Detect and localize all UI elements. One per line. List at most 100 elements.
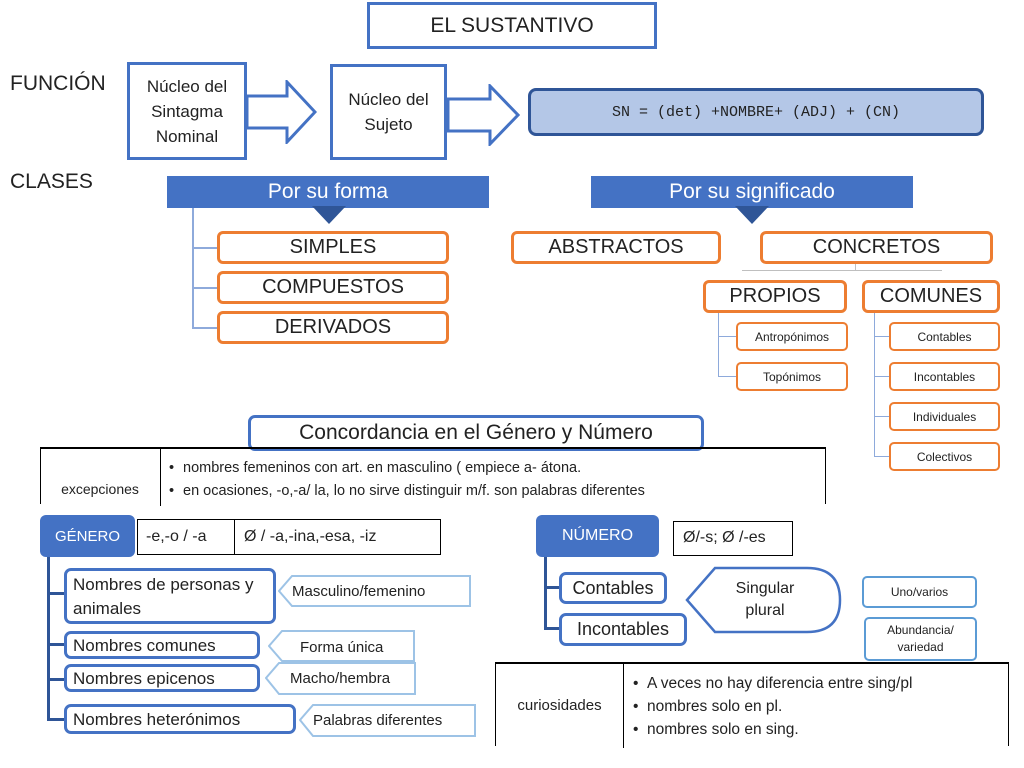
curiosidades-divider bbox=[623, 664, 624, 748]
por-su-forma-header: Por su forma bbox=[167, 176, 489, 208]
simples-box: SIMPLES bbox=[217, 231, 449, 264]
forma-branch-3 bbox=[192, 327, 218, 329]
abundancia-box: Abundancia/ variedad bbox=[864, 617, 977, 661]
macho-hembra-text: Macho/hembra bbox=[290, 670, 391, 687]
nombres-heteronimos-box: Nombres heterónimos bbox=[64, 704, 296, 734]
palabras-diferentes-tag bbox=[299, 704, 476, 737]
incontables-num-box: Incontables bbox=[559, 613, 687, 646]
genero-branch-3 bbox=[47, 678, 65, 681]
genero-cells: -e,-o / -a Ø / -a,-ina,-esa, -iz bbox=[137, 519, 441, 555]
nucleo-sintagma-text: Núcleo del Sintagma Nominal bbox=[146, 76, 228, 146]
sn-formula-box: SN = (det) +NOMBRE+ (ADJ) + (CN) bbox=[528, 88, 984, 136]
genero-cell-2: Ø / -a,-ina,-esa, -iz bbox=[244, 528, 377, 545]
comunes-branch-4 bbox=[874, 456, 890, 457]
incontables-text: Incontables bbox=[913, 369, 976, 384]
propios-box: PROPIOS bbox=[703, 280, 847, 313]
singular-plural-text: Singular plural bbox=[715, 577, 815, 623]
chevron-down-icon bbox=[312, 206, 346, 224]
nombres-comunes-text: Nombres comunes bbox=[73, 636, 216, 655]
nucleo-sintagma-box: Núcleo del Sintagma Nominal bbox=[127, 62, 247, 160]
chevron-down-icon bbox=[735, 206, 769, 224]
concretos-drop bbox=[855, 264, 856, 271]
nombres-personas-text: Nombres de personas y animales bbox=[73, 575, 254, 618]
numero-cell-text: Ø/-s; Ø /-es bbox=[683, 529, 766, 546]
nucleo-sujeto-box: Núcleo del Sujeto bbox=[330, 64, 447, 160]
propios-branch-1 bbox=[718, 336, 736, 337]
nombres-heteronimos-text: Nombres heterónimos bbox=[73, 710, 241, 729]
excepcion-item: en ocasiones, -o,-a/ la, lo no sirve dis… bbox=[169, 480, 645, 503]
contables-num-box: Contables bbox=[559, 572, 667, 604]
genero-cell-divider bbox=[234, 520, 235, 554]
curiosidad-item: nombres solo en sing. bbox=[633, 718, 912, 741]
propios-tree-line bbox=[718, 313, 719, 377]
uno-varios-text: Uno/varios bbox=[890, 585, 949, 599]
excepcion-item: nombres femeninos con art. en masculino … bbox=[169, 457, 645, 480]
genero-branch-4 bbox=[47, 718, 65, 721]
sn-formula-text: SN = (det) +NOMBRE+ (ADJ) + (CN) bbox=[611, 103, 901, 121]
compuestos-box: COMPUESTOS bbox=[217, 271, 449, 304]
excepciones-table: excepciones nombres femeninos con art. e… bbox=[40, 447, 826, 506]
numero-branch-1 bbox=[544, 586, 560, 589]
comunes-branch-2 bbox=[874, 376, 890, 377]
genero-tree-line bbox=[47, 557, 50, 720]
comunes-branch-3 bbox=[874, 416, 890, 417]
derivados-box: DERIVADOS bbox=[217, 311, 449, 344]
excepciones-list: nombres femeninos con art. en masculino … bbox=[169, 457, 645, 503]
simples-text: SIMPLES bbox=[289, 236, 377, 258]
individuales-text: Individuales bbox=[912, 409, 977, 424]
por-su-forma-text: Por su forma bbox=[267, 180, 389, 203]
forma-tree-line bbox=[192, 208, 194, 328]
curiosidades-list: A veces no hay diferencia entre sing/pl … bbox=[633, 672, 912, 741]
concordancia-title: Concordancia en el Género y Número bbox=[248, 415, 704, 451]
title-text: EL SUSTANTIVO bbox=[430, 13, 594, 37]
forma-branch-1 bbox=[192, 247, 218, 249]
nombres-epicenos-text: Nombres epicenos bbox=[73, 669, 215, 688]
comunes-branch-1 bbox=[874, 336, 890, 337]
concretos-text: CONCRETOS bbox=[812, 236, 941, 258]
nucleo-sujeto-text: Núcleo del Sujeto bbox=[348, 90, 429, 134]
palabras-diferentes-text: Palabras diferentes bbox=[313, 712, 443, 729]
curiosidades-table: curiosidades A veces no hay diferencia e… bbox=[495, 662, 1009, 748]
concretos-connector bbox=[742, 270, 942, 271]
curiosidades-label: curiosidades bbox=[517, 697, 602, 714]
toponimos-text: Topónimos bbox=[762, 369, 822, 384]
nombres-comunes-box: Nombres comunes bbox=[64, 631, 260, 659]
macho-hembra-tag bbox=[265, 662, 416, 695]
page-title: EL SUSTANTIVO bbox=[367, 2, 657, 49]
por-su-significado-header: Por su significado bbox=[591, 176, 913, 208]
antroponimos-text: Antropónimos bbox=[754, 329, 830, 344]
comunes-box: COMUNES bbox=[862, 280, 1000, 313]
numero-text: NÚMERO bbox=[561, 527, 634, 544]
contables-text: Contables bbox=[917, 329, 972, 344]
arrow-right-icon bbox=[245, 80, 317, 144]
propios-branch-2 bbox=[718, 376, 736, 377]
uno-varios-box: Uno/varios bbox=[862, 576, 977, 608]
nombres-personas-box: Nombres de personas y animales bbox=[64, 568, 276, 624]
derivados-text: DERIVADOS bbox=[274, 316, 392, 338]
por-su-significado-text: Por su significado bbox=[669, 180, 835, 203]
comunes-tree-line bbox=[874, 313, 875, 457]
genero-text: GÉNERO bbox=[54, 527, 120, 545]
incontables-box: Incontables bbox=[889, 362, 1000, 391]
funcion-label: FUNCIÓN bbox=[10, 72, 106, 95]
comunes-text: COMUNES bbox=[879, 285, 983, 307]
contables-num-text: Contables bbox=[572, 577, 654, 598]
propios-text: PROPIOS bbox=[729, 285, 821, 307]
numero-cell: Ø/-s; Ø /-es bbox=[673, 521, 793, 556]
individuales-box: Individuales bbox=[889, 402, 1000, 431]
colectivos-text: Colectivos bbox=[916, 449, 973, 464]
toponimos-box: Topónimos bbox=[736, 362, 848, 391]
singular-plural-label: Singular plural bbox=[735, 580, 795, 619]
masculino-femenino-text: Masculino/femenino bbox=[292, 583, 426, 600]
numero-branch-2 bbox=[544, 627, 560, 630]
abstractos-box: ABSTRACTOS bbox=[511, 231, 721, 264]
excepciones-label: excepciones bbox=[61, 481, 139, 497]
compuestos-text: COMPUESTOS bbox=[262, 276, 404, 298]
curiosidad-item: A veces no hay diferencia entre sing/pl bbox=[633, 672, 912, 695]
concretos-box: CONCRETOS bbox=[760, 231, 993, 264]
nombres-epicenos-box: Nombres epicenos bbox=[64, 664, 260, 692]
genero-header: GÉNERO bbox=[40, 515, 135, 557]
curiosidad-item: nombres solo en pl. bbox=[633, 695, 912, 718]
contables-box: Contables bbox=[889, 322, 1000, 351]
colectivos-box: Colectivos bbox=[889, 442, 1000, 471]
